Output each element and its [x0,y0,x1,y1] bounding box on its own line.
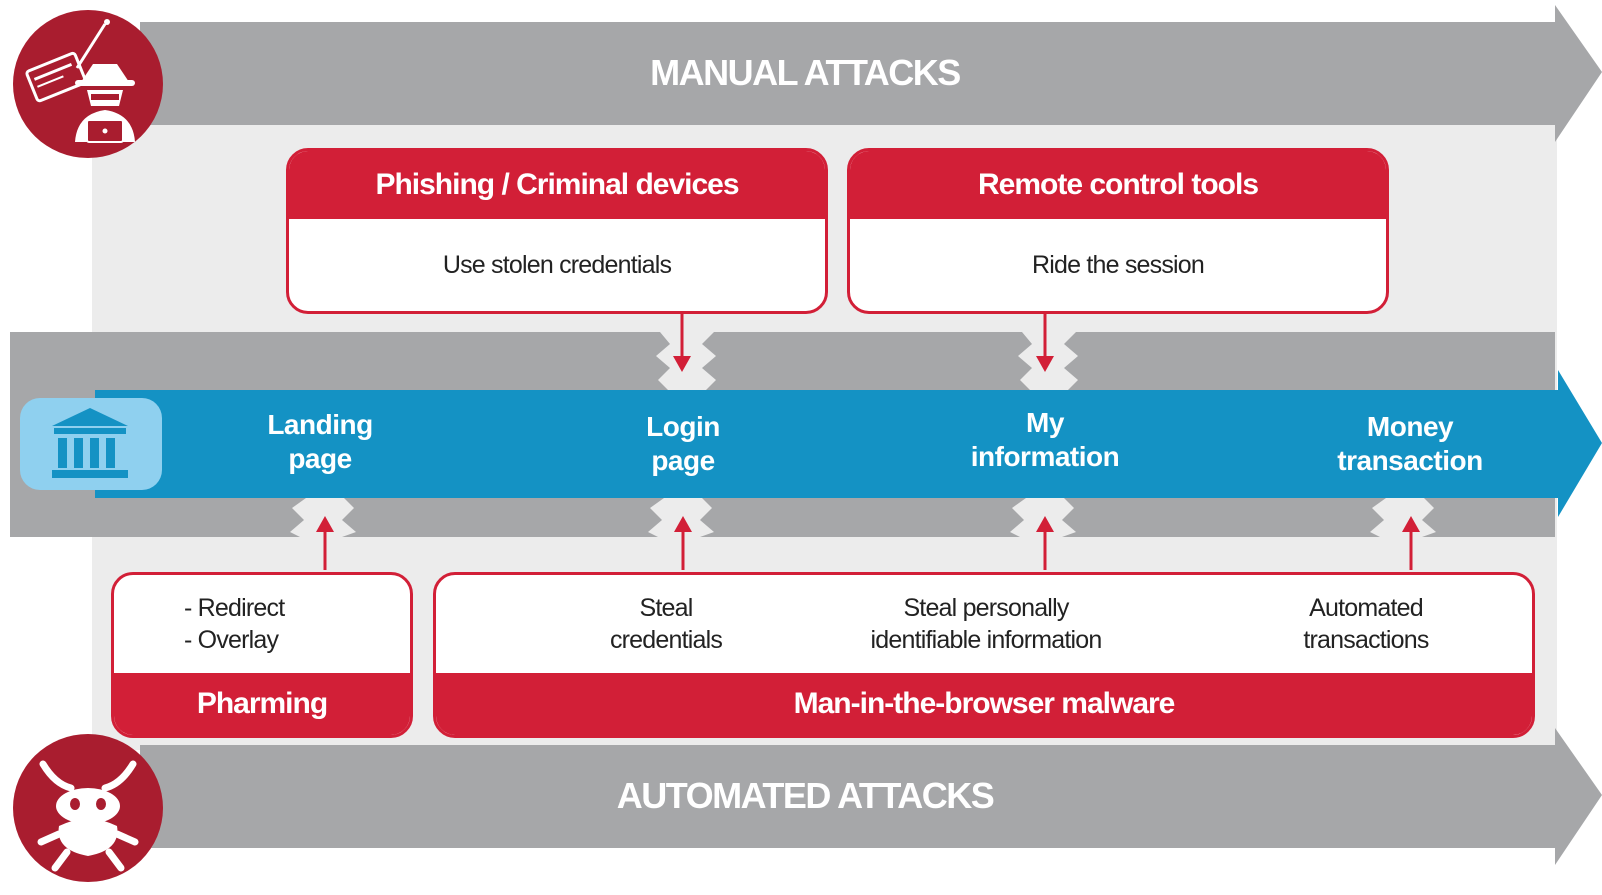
remote-control-body: Ride the session [1031,251,1205,279]
mitb-title: Man-in-the-browser malware [436,673,1532,735]
pharming-body: - Redirect - Overlay [184,594,285,654]
mitb-item-automated-transactions: Automated transactions [1303,594,1429,654]
remote-control-box: Remote control tools Ride the session [847,148,1389,314]
pharming-title: Pharming [114,673,410,735]
flow-step-money-transaction: Money transaction [1337,411,1483,476]
mitb-item-steal-credentials: Steal credentials [609,594,723,654]
mitb-box: Steal credentials Steal personally ident… [433,572,1535,738]
flow-step-landing: Landing page [267,409,373,474]
remote-control-title: Remote control tools [850,151,1386,219]
zigzag-info-bottom [1010,498,1076,537]
flow-step-my-information: My information [970,407,1120,472]
connectors [316,312,1420,570]
zigzag-money-bottom [1370,498,1436,537]
phishing-title: Phishing / Criminal devices [289,151,825,219]
hacker-icon [25,19,135,143]
zigzag-login-bottom [648,498,714,537]
phishing-box: Phishing / Criminal devices Use stolen c… [286,148,828,314]
zigzag-landing-bottom [290,498,356,537]
flow-arrow [95,370,1602,517]
bug-icon [37,760,139,872]
phishing-body: Use stolen credentials [442,251,672,279]
automated-attacks-title: AUTOMATED ATTACKS [616,775,995,816]
pharming-box: - Redirect - Overlay Pharming [111,572,413,738]
flow-step-login: Login page [646,411,720,476]
automated-icon-circle [13,734,163,882]
automated-attacks-band [140,728,1602,865]
manual-icon-circle [13,10,163,158]
bank-icon [52,408,128,478]
mitb-item-steal-pii: Steal personally identifiable informatio… [870,594,1103,654]
manual-attacks-title: MANUAL ATTACKS [650,52,961,93]
manual-attacks-band [140,5,1602,142]
